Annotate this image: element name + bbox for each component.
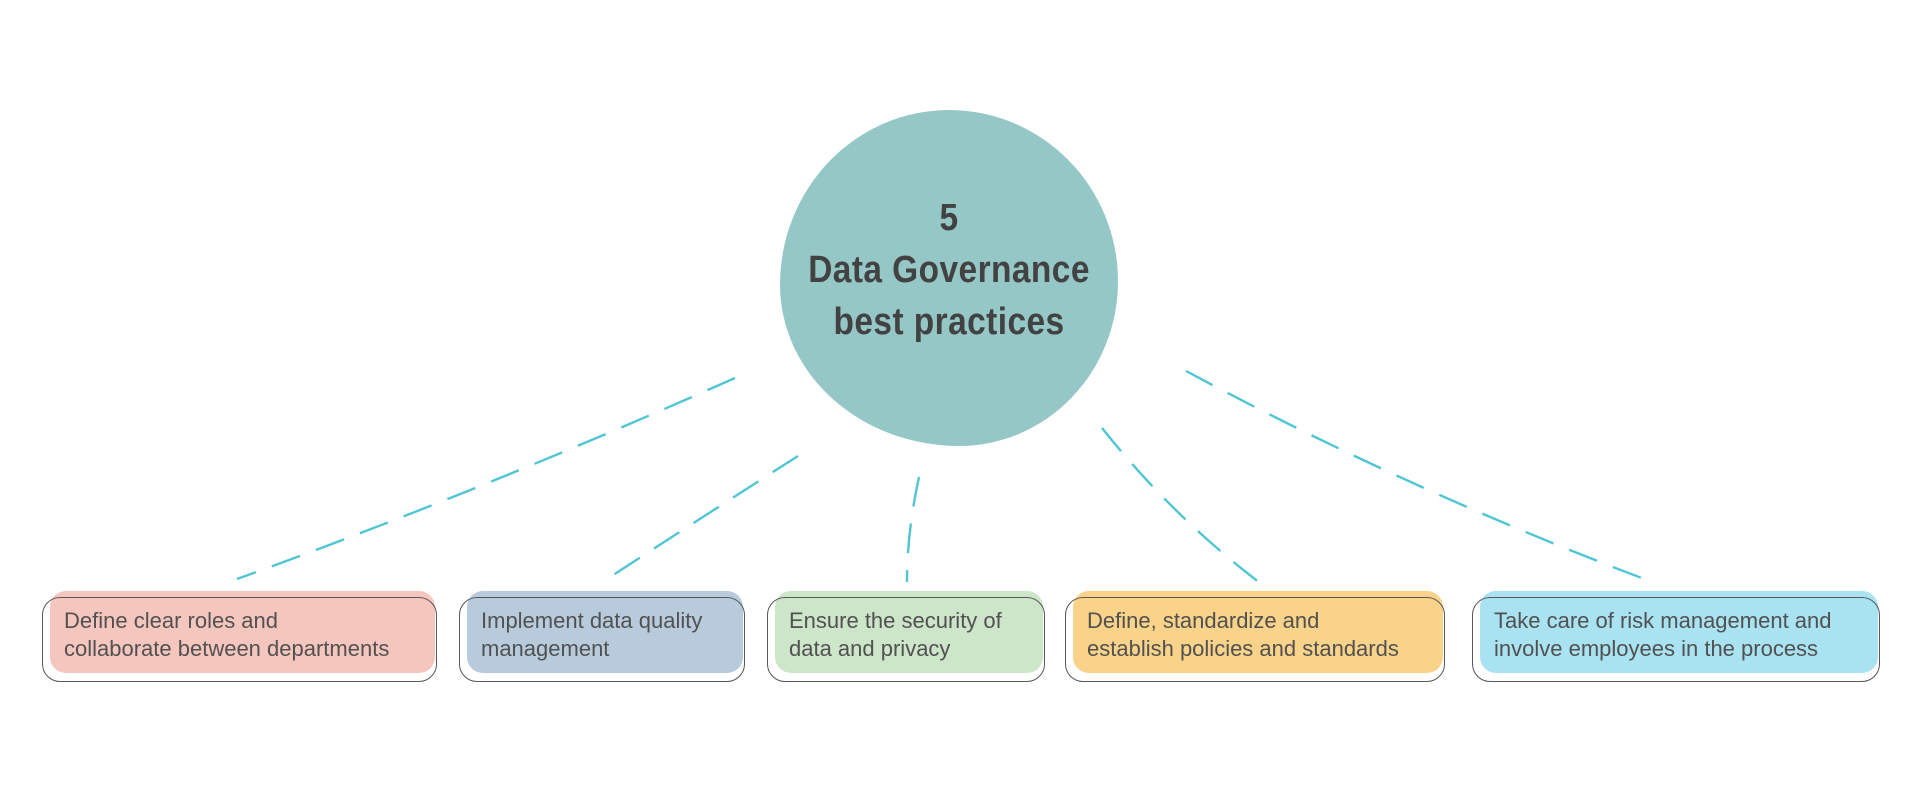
practice-node-5-label-line2: involve employees in the process bbox=[1494, 635, 1819, 661]
central-topic-title-line1: Data Governance bbox=[808, 249, 1090, 291]
practice-node-5[interactable]: Take care of risk management and involve… bbox=[1472, 591, 1880, 682]
central-topic-count: 5 bbox=[939, 197, 959, 239]
practice-node-3-label-line1: Ensure the security of bbox=[789, 607, 1002, 633]
practice-node-2-label-line2: management bbox=[481, 635, 610, 661]
practice-node-2[interactable]: Implement data quality management bbox=[459, 591, 745, 682]
central-topic-node[interactable]: 5 Data Governance best practices bbox=[780, 110, 1118, 446]
practice-node-5-label-line1: Take care of risk management and bbox=[1494, 607, 1832, 633]
practice-node-3-label-line2: data and privacy bbox=[789, 635, 951, 661]
central-topic-title: 5 Data Governance best practices bbox=[808, 192, 1090, 348]
practice-node-3[interactable]: Ensure the security of data and privacy bbox=[767, 591, 1045, 682]
practice-node-4-label-line2: establish policies and standards bbox=[1087, 635, 1399, 661]
practice-node-4[interactable]: Define, standardize and establish polici… bbox=[1065, 591, 1445, 682]
connector-line-3 bbox=[905, 476, 921, 583]
connector-line-1 bbox=[236, 376, 736, 581]
practice-node-1[interactable]: Define clear roles and collaborate betwe… bbox=[42, 591, 437, 682]
practice-node-4-label-line1: Define, standardize and bbox=[1087, 607, 1320, 633]
practice-node-1-label-line2: collaborate between departments bbox=[64, 635, 390, 661]
connector-line-4 bbox=[1101, 427, 1261, 584]
practice-node-1-label-line1: Define clear roles and bbox=[64, 607, 279, 633]
central-topic-title-line2: best practices bbox=[833, 301, 1065, 343]
practice-node-2-label-line1: Implement data quality bbox=[481, 607, 703, 633]
connector-line-2 bbox=[603, 454, 799, 583]
connector-line-5 bbox=[1185, 369, 1656, 585]
